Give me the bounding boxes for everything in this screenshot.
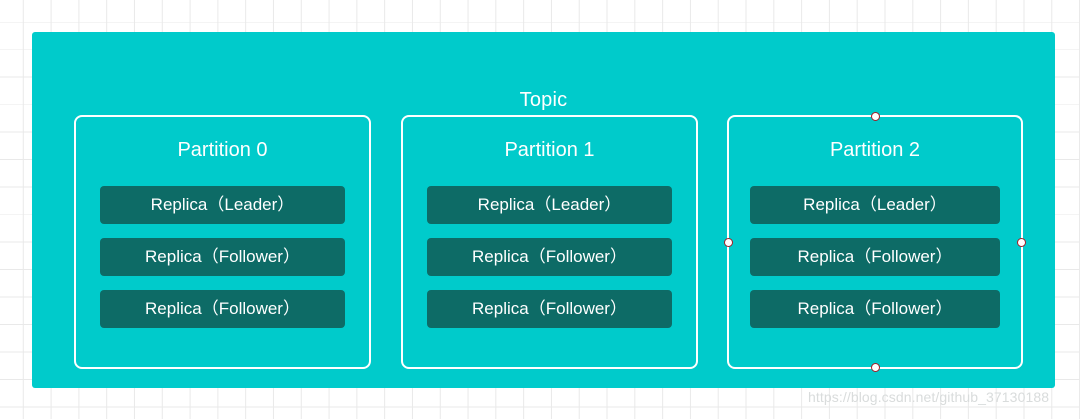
replica-chip[interactable]: Replica（Follower） <box>100 238 345 276</box>
replica-chip[interactable]: Replica（Leader） <box>750 186 1000 224</box>
partition-box-0[interactable]: Partition 0 Replica（Leader） Replica（Foll… <box>74 115 371 369</box>
replica-chip[interactable]: Replica（Leader） <box>427 186 672 224</box>
replica-chip[interactable]: Replica（Follower） <box>750 238 1000 276</box>
topic-title: Topic <box>519 89 568 111</box>
selection-handle-bottom[interactable] <box>870 363 880 372</box>
replica-chip[interactable]: Replica（Follower） <box>427 238 672 276</box>
replica-list-2: Replica（Leader） Replica（Follower） Replic… <box>729 186 1021 342</box>
partition-box-2[interactable]: Partition 2 Replica（Leader） Replica（Foll… <box>724 112 1026 372</box>
replica-chip[interactable]: Replica（Leader） <box>100 186 345 224</box>
partition-title-1: Partition 1 <box>504 139 595 161</box>
replica-list-0: Replica（Leader） Replica（Follower） Replic… <box>76 186 369 342</box>
selection-handle-left[interactable] <box>724 237 733 247</box>
selection-handle-right[interactable] <box>1017 237 1026 247</box>
selection-handle-top[interactable] <box>870 112 880 121</box>
replica-chip[interactable]: Replica（Follower） <box>427 290 672 328</box>
partition-title-0: Partition 0 <box>177 139 268 161</box>
replica-chip[interactable]: Replica（Follower） <box>100 290 345 328</box>
partition-box-1[interactable]: Partition 1 Replica（Leader） Replica（Foll… <box>401 115 698 369</box>
topic-container[interactable]: Topic Partition 0 Replica（Leader） Replic… <box>32 32 1055 388</box>
replica-list-1: Replica（Leader） Replica（Follower） Replic… <box>403 186 696 342</box>
replica-chip[interactable]: Replica（Follower） <box>750 290 1000 328</box>
watermark: https://blog.csdn.net/github_37130188 <box>808 389 1050 405</box>
partition-title-2: Partition 2 <box>829 139 921 161</box>
